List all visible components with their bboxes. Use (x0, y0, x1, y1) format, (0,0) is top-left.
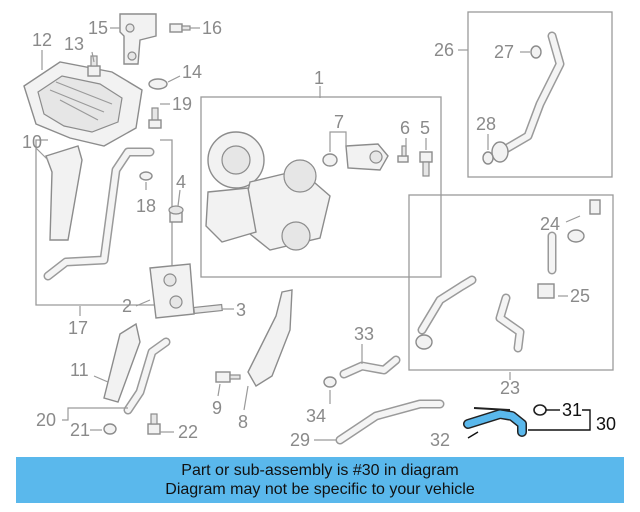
callout-30[interactable]: 30 (596, 414, 616, 434)
callout-5[interactable]: 5 (420, 118, 430, 138)
gasket-2 (149, 263, 195, 319)
banner-line-1: Part or sub-assembly is #30 in diagram (181, 462, 459, 479)
lead-7 (329, 131, 347, 152)
pipe-29 (335, 399, 445, 445)
stud-19 (148, 107, 162, 129)
callout-16[interactable]: 16 (202, 18, 222, 38)
seal-ring-27 (530, 45, 542, 59)
lead-24 (565, 215, 581, 223)
bracket-15 (119, 13, 157, 65)
return-line-11 (103, 322, 141, 403)
washer-21 (103, 423, 117, 435)
highlighted-pipe-30 (463, 407, 527, 437)
pipe-26 (491, 31, 565, 163)
callout-11[interactable]: 11 (70, 360, 89, 380)
callout-27[interactable]: 27 (494, 42, 514, 62)
callout-2[interactable]: 2 (122, 296, 132, 316)
bracket-plate-10 (45, 145, 83, 241)
bolt-6 (397, 145, 409, 163)
callout-1[interactable]: 1 (314, 68, 324, 88)
wastegate-actuator (345, 143, 389, 171)
callout-33[interactable]: 33 (354, 324, 374, 344)
callout-32[interactable]: 32 (430, 430, 450, 450)
callout-3[interactable]: 3 (236, 300, 246, 320)
callout-13[interactable]: 13 (64, 34, 84, 54)
callout-21[interactable]: 21 (70, 420, 90, 440)
oil-feed-line (43, 147, 155, 281)
callout-25[interactable]: 25 (570, 286, 590, 306)
hose-23 (415, 275, 477, 350)
lead-32 (467, 431, 479, 439)
seal-ring-28 (482, 151, 494, 165)
callout-20[interactable]: 20 (36, 410, 56, 430)
washer-18 (139, 171, 153, 181)
lead-10 (35, 147, 49, 161)
seal-ring-31 (533, 404, 547, 416)
bolt-9 (215, 371, 241, 383)
callout-8[interactable]: 8 (238, 412, 248, 432)
coolant-line-20 (123, 337, 171, 415)
bracket-8 (247, 289, 293, 387)
callout-9[interactable]: 9 (212, 398, 222, 418)
plug-4 (168, 205, 184, 223)
callout-12[interactable]: 12 (32, 30, 52, 50)
callout-17[interactable]: 17 (68, 318, 88, 338)
callout-24[interactable]: 24 (540, 214, 560, 234)
box-group-17 (35, 139, 173, 306)
bolt-5 (419, 151, 433, 177)
lead-8 (243, 385, 249, 411)
callout-10[interactable]: 10 (22, 132, 42, 152)
seal-ring-34 (323, 376, 337, 388)
callout-26[interactable]: 26 (434, 40, 454, 60)
hose-25 (495, 231, 557, 353)
lead-14 (167, 75, 181, 83)
callout-22[interactable]: 22 (178, 422, 198, 442)
banner-line-2: Diagram may not be specific to your vehi… (165, 481, 475, 498)
lead-13 (91, 51, 95, 63)
callout-28[interactable]: 28 (476, 114, 496, 134)
callout-19[interactable]: 19 (172, 94, 192, 114)
box-turbocharger-group (200, 96, 442, 278)
callout-7[interactable]: 7 (334, 112, 344, 132)
callout-23[interactable]: 23 (500, 378, 520, 398)
callout-6[interactable]: 6 (400, 118, 410, 138)
callout-18[interactable]: 18 (136, 196, 156, 216)
seal-ring-14 (148, 78, 168, 90)
clamp-24 (567, 199, 601, 243)
callout-34[interactable]: 34 (306, 406, 326, 426)
callout-29[interactable]: 29 (290, 430, 310, 450)
bolt-16 (169, 23, 191, 33)
bolt-22 (147, 413, 161, 435)
callout-4[interactable]: 4 (176, 172, 186, 192)
stud-3 (193, 303, 223, 315)
info-banner: Part or sub-assembly is #30 in diagram D… (16, 457, 624, 503)
callout-15[interactable]: 15 (88, 18, 108, 38)
turbocharger (205, 131, 331, 251)
callout-14[interactable]: 14 (182, 62, 202, 82)
lead-2 (135, 299, 151, 307)
callout-31[interactable]: 31 (562, 400, 582, 420)
manifold-heat-shield (23, 61, 143, 147)
seal-ring-7 (322, 153, 338, 167)
lead-20 (62, 407, 128, 421)
hose-33 (339, 355, 401, 379)
lead-11 (93, 375, 109, 383)
box-hose-group-23 (408, 194, 614, 371)
lead-30-bracket (582, 409, 591, 431)
box-pipe-group-26 (467, 11, 613, 178)
lead-9 (217, 383, 221, 397)
lead-4 (177, 189, 181, 207)
